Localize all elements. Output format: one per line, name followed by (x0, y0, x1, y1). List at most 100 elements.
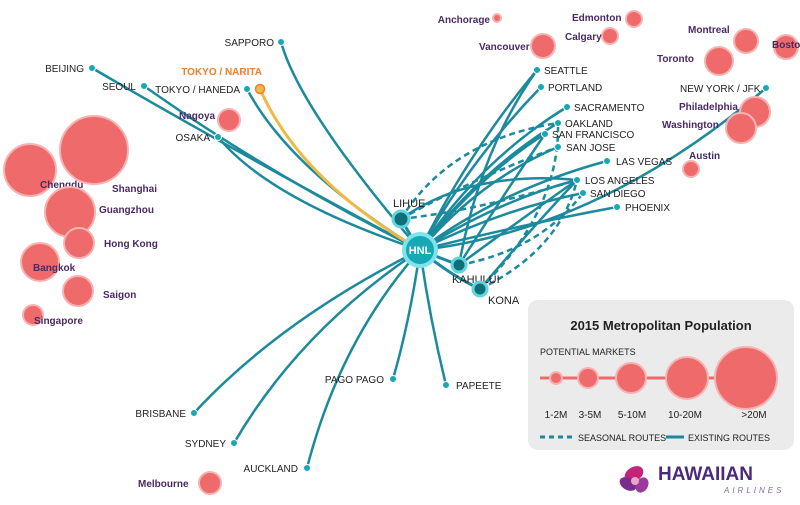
legend-size-label: 5-10M (618, 410, 646, 421)
node-sapporo (277, 38, 285, 46)
market-bubble-toronto (704, 46, 734, 76)
city-label-new-york-jfk: NEW YORK / JFK (680, 84, 761, 95)
city-label-tokyo-narita: TOKYO / NARITA (181, 67, 262, 78)
route-kona-los-angeles (479, 179, 578, 290)
node-oakland (554, 119, 562, 127)
node-papeete (442, 381, 450, 389)
seasonal-route-kona-oakland (479, 122, 560, 290)
legend-existing-label: EXISTING ROUTES (688, 433, 770, 443)
market-label-vancouver: Vancouver (479, 42, 530, 53)
node-las-vegas (603, 157, 611, 165)
market-bubble-melbourne (198, 471, 222, 495)
market-label-edmonton: Edmonton (572, 13, 621, 24)
route-kahului-seattle (457, 69, 539, 266)
route-seattle (418, 69, 538, 251)
seasonal-route-lihue-los-angeles (400, 178, 578, 221)
market-bubble-singapore (22, 304, 44, 326)
node-portland (537, 83, 545, 91)
route-sacramento (418, 105, 568, 251)
legend-seasonal-label: SEASONAL ROUTES (578, 433, 666, 443)
market-label-singapore: Singapore (34, 316, 83, 327)
legend-title: 2015 Metropolitan Population (570, 318, 751, 333)
route-brisbane (193, 248, 421, 414)
node-san-diego (579, 189, 587, 197)
legend-size-label: 1-2M (545, 410, 568, 421)
route-san-jose (419, 145, 559, 251)
hub-label: HNL (409, 245, 432, 257)
node-los-angeles (573, 176, 581, 184)
node-brisbane (190, 409, 198, 417)
city-label-phoenix: PHOENIX (625, 203, 670, 214)
island-label-kahului: KAHULUI (452, 274, 500, 286)
route-phoenix (419, 205, 618, 252)
market-label-austin: Austin (689, 151, 720, 162)
city-label-san-diego: SAN DIEGO (590, 189, 646, 200)
route-pago-pago (391, 249, 422, 380)
market-bubble-montreal (733, 28, 759, 54)
route-sapporo (279, 41, 421, 251)
city-label-las-vegas: LAS VEGAS (616, 157, 672, 168)
city-label-sapporo: SAPPORO (225, 38, 275, 49)
market-label-anchorage: Anchorage (438, 15, 491, 26)
island-node-kahului (450, 256, 468, 274)
seasonal-route-kahului-san-diego (458, 192, 584, 267)
market-bubble-hong-kong (63, 227, 95, 259)
market-bubble-anchorage (492, 13, 502, 23)
market-label-guangzhou: Guangzhou (99, 205, 154, 216)
market-bubble-vancouver (530, 33, 556, 59)
hawaiian-airlines-logo: HAWAIIAN AIRLINES (612, 460, 798, 500)
island-label-kona: KONA (488, 295, 520, 307)
route-tokyo-narita (258, 88, 421, 252)
brand-name: HAWAIIAN (658, 464, 753, 485)
logo-graphic: HAWAIIAN AIRLINES (619, 464, 784, 495)
city-label-portland: PORTLAND (548, 83, 602, 94)
market-label-montreal: Montreal (688, 25, 730, 36)
node-tokyo-narita (254, 83, 266, 95)
seasonal-route-lihue-san-jose (400, 145, 559, 221)
node-beijing (88, 64, 96, 72)
route-las-vegas (419, 159, 608, 252)
city-label-papeete: PAPEETE (456, 381, 502, 392)
node-phoenix (613, 203, 621, 211)
node-san-francisco (541, 130, 549, 138)
market-label-hong-kong: Hong Kong (104, 239, 158, 250)
node-seoul (140, 82, 148, 90)
flower-icon (619, 466, 649, 493)
city-label-osaka: OSAKA (176, 133, 211, 144)
legend-bubble-1-2m (549, 371, 563, 385)
market-bubble-shanghai (59, 115, 129, 185)
market-label-saigon: Saigon (103, 290, 136, 301)
route-portland (418, 86, 542, 251)
market-label-philadelphia: Philadelphia (679, 102, 738, 113)
market-bubble-austin (682, 160, 700, 178)
market-bubble-calgary (601, 27, 619, 45)
city-label-san-francisco: SAN FRANCISCO (552, 130, 634, 141)
market-label-chengdu: Chengdu (40, 180, 83, 191)
seasonal-route-kona-los-angeles (479, 179, 579, 291)
market-bubble-bangkok (20, 242, 60, 282)
market-label-calgary: Calgary (565, 32, 602, 43)
node-osaka (214, 133, 222, 141)
market-bubble-nagoya (217, 108, 241, 132)
legend-bubble-gt20m (714, 346, 778, 410)
market-label-toronto: Toronto (657, 54, 694, 65)
node-sydney (230, 439, 238, 447)
node-auckland (303, 464, 311, 472)
route-papeete (418, 249, 448, 386)
route-new-york-jfk (419, 87, 767, 252)
brand-sub: AIRLINES (723, 486, 784, 495)
route-sydney (232, 248, 421, 444)
market-label-shanghai: Shanghai (112, 184, 157, 195)
market-bubble-boston (773, 34, 799, 60)
city-label-pago-pago: PAGO PAGO (325, 375, 384, 386)
route-kahului-los-angeles (458, 178, 578, 267)
market-label-boston: Boston (772, 40, 800, 51)
city-label-brisbane: BRISBANE (135, 409, 186, 420)
island-node-kona (471, 280, 489, 298)
city-label-beijing: BEIJING (45, 64, 84, 75)
legend-size-label: 10-20M (668, 410, 702, 421)
legend-bubble-10-20m (665, 356, 709, 400)
